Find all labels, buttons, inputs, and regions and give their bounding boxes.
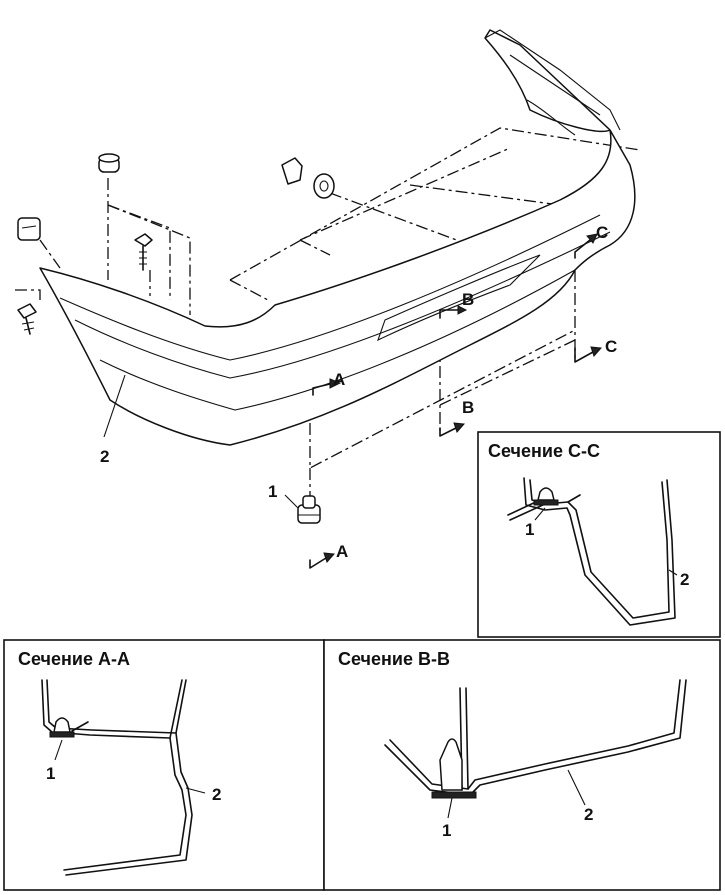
clip-top xyxy=(281,157,303,185)
section-cc-label-clip: 1 xyxy=(525,520,534,539)
section-cc-title: Сечение С-С xyxy=(488,441,600,461)
section-cc-clip xyxy=(537,487,555,501)
leader-bumper xyxy=(103,374,126,438)
fasteners xyxy=(17,153,335,335)
section-cc-panel: Сечение С-С 1 2 xyxy=(477,431,721,638)
label-section-c-top: C xyxy=(596,223,608,242)
label-section-a-top: A xyxy=(333,370,345,389)
section-bb-label-bumper: 2 xyxy=(584,805,593,824)
clip-part-1 xyxy=(297,495,321,524)
section-aa-label-bumper: 2 xyxy=(212,785,221,804)
bumper-cover xyxy=(39,29,636,446)
label-section-b-top: B xyxy=(462,290,474,309)
section-bb-label-clip: 1 xyxy=(442,821,451,840)
section-aa-clip xyxy=(53,717,71,733)
section-bb-title: Сечение В-В xyxy=(338,649,450,669)
rear-bumper-exploded-view: 2 1 A A B B C C xyxy=(15,29,641,569)
section-bb-clip xyxy=(439,738,463,791)
section-aa-title: Сечение А-А xyxy=(18,649,130,669)
label-section-b-bottom: B xyxy=(462,398,474,417)
section-bb-panel: Сечение В-В 1 2 xyxy=(323,639,721,891)
section-aa-panel: Сечение А-А 1 2 xyxy=(3,639,325,891)
mounting-reference-lines xyxy=(15,127,641,505)
label-section-a-bottom: A xyxy=(336,542,348,561)
label-section-c-right: C xyxy=(605,337,617,356)
nut-left xyxy=(17,217,41,241)
section-arrows xyxy=(309,233,603,569)
label-clip: 1 xyxy=(268,482,277,501)
section-cc-label-bumper: 2 xyxy=(680,570,689,589)
washer-top xyxy=(313,173,335,199)
label-bumper: 2 xyxy=(100,447,109,466)
screw-left xyxy=(17,303,37,319)
leader-clip xyxy=(284,494,299,509)
section-aa-label-clip: 1 xyxy=(46,764,55,783)
bolt-head xyxy=(134,233,153,247)
